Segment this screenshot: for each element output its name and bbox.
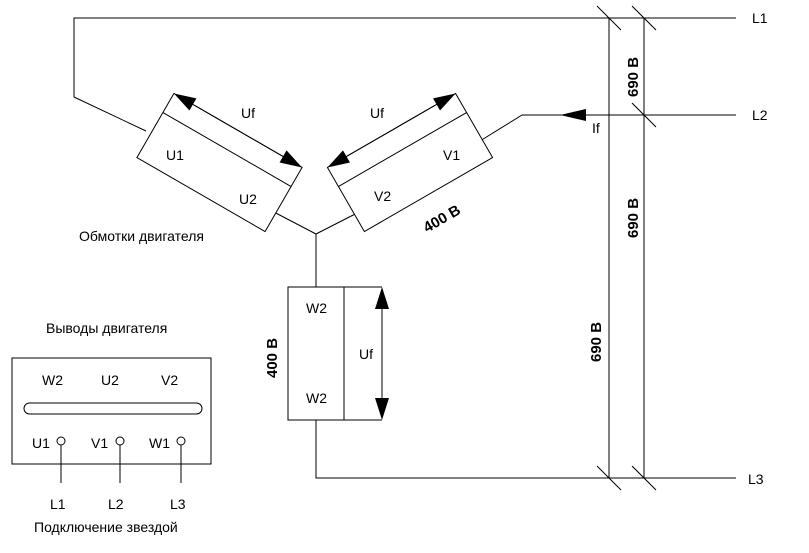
- winding-label-w2-bottom: W2: [306, 390, 327, 406]
- terminal-label-u2: U2: [101, 372, 119, 388]
- terminal-label-v1: V1: [91, 435, 108, 451]
- phase-voltage-label-v: Uf: [370, 105, 384, 121]
- phase-voltage-label-w: Uf: [359, 346, 373, 362]
- tick-mark: [631, 465, 657, 491]
- terminal-label-w1: W1: [149, 435, 170, 451]
- line-label-l2: L2: [752, 107, 768, 123]
- phase-voltage-label-u: Uf: [241, 105, 255, 121]
- line-l3-wire: [315, 420, 736, 479]
- terminal-label-u1: U1: [32, 435, 50, 451]
- line-label-l1: L1: [752, 10, 768, 26]
- current-arrow-icon: [560, 109, 586, 121]
- winding-u: [136, 92, 303, 233]
- line-l2-wire: [479, 114, 736, 142]
- winding-u-body: [136, 92, 303, 233]
- star-bridge: [23, 402, 203, 415]
- line-voltage-label: 690 В: [625, 57, 642, 97]
- line-l1-wire: [73, 17, 736, 132]
- tick-mark: [631, 102, 657, 128]
- winding-v: [326, 92, 494, 233]
- winding-w: [287, 286, 389, 421]
- voltage-arrow-shaft: [194, 105, 285, 158]
- phase-voltage-value: 400 В: [264, 338, 281, 378]
- winding-u-divider: [162, 112, 292, 187]
- windings-caption: Обмотки двигателя: [79, 228, 204, 244]
- terminal-box: Выводы двигателя W2 U2 V2 U1 V1 W1 L1 L2…: [11, 320, 212, 535]
- line-label-l3: L3: [748, 471, 764, 487]
- voltage-arrow-icon: [375, 398, 389, 420]
- line-voltage-label: 690 В: [588, 322, 605, 362]
- tick-mark: [596, 465, 622, 491]
- neutral-wire: [269, 209, 317, 235]
- winding-label-v2: V2: [374, 188, 391, 204]
- voltage-arrow-icon: [279, 150, 303, 168]
- voltage-arrow-icon: [433, 93, 456, 111]
- lead-label-l2: L2: [108, 496, 124, 512]
- terminal-label-w2: W2: [42, 372, 63, 388]
- winding-label-u1: U1: [166, 147, 184, 163]
- terminal-screw-icon: [115, 436, 125, 446]
- winding-label-v1: V1: [443, 147, 460, 163]
- winding-v-divider: [338, 112, 467, 187]
- tick-mark: [596, 5, 622, 31]
- terminal-screw-icon: [56, 436, 66, 446]
- connection-caption: Подключение звездой: [34, 519, 178, 535]
- terminal-screw-icon: [176, 436, 186, 446]
- phase-voltage-value: 400 В: [421, 202, 464, 237]
- terminal-label-v2: V2: [161, 372, 178, 388]
- winding-label-u2: U2: [239, 191, 257, 207]
- lead-label-l1: L1: [50, 496, 66, 512]
- voltage-arrow-icon: [375, 287, 389, 309]
- winding-label-w2-top: W2: [306, 300, 327, 316]
- tick-mark: [631, 5, 657, 31]
- current-label: If: [592, 120, 600, 136]
- winding-w-body: [287, 286, 345, 421]
- lead-label-l3: L3: [170, 496, 186, 512]
- winding-v-body: [326, 92, 494, 233]
- supply-lines: [73, 5, 736, 491]
- voltage-arrow-icon: [327, 150, 350, 168]
- voltage-arrow-shaft: [345, 105, 436, 158]
- voltage-arrow-icon: [173, 93, 197, 111]
- star-point-wiring: [269, 209, 364, 287]
- line-voltage-label: 690 В: [625, 198, 642, 238]
- terminal-box-caption: Выводы двигателя: [46, 320, 167, 336]
